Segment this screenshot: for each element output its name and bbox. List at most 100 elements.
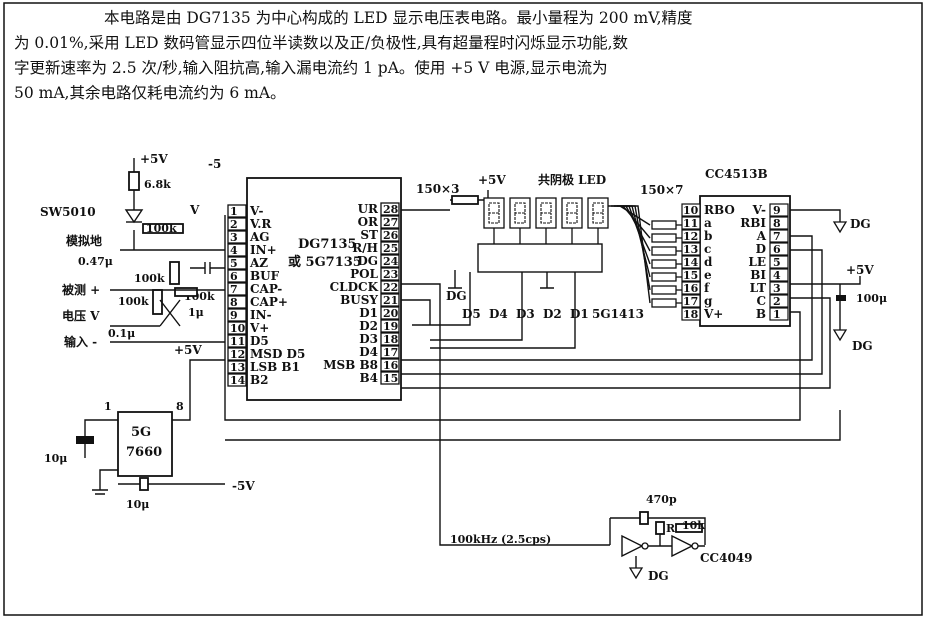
main-right-pin-box — [380, 254, 400, 268]
main-right-pin-num: 21 — [383, 294, 398, 307]
decoder-left-pin-label: g — [704, 294, 713, 308]
decoder-right-pin-box — [769, 281, 789, 295]
driver-label: 5G1413 — [592, 307, 644, 321]
main-right-pin-box — [380, 280, 400, 294]
main-left-pin-num: 1 — [230, 205, 238, 218]
led-title: 共阴极 LED — [538, 172, 606, 187]
main-right-pin-label: D1 — [359, 306, 378, 320]
converter-part: 7660 — [126, 445, 162, 460]
inverter-2 — [671, 534, 694, 558]
decoder-left-pin-num: 10 — [683, 204, 699, 217]
main-left-pin-box — [227, 334, 247, 348]
osc-dg-label: DG — [648, 569, 669, 583]
main-right-pin-box — [380, 241, 400, 255]
main-right-pin-label: ST — [360, 228, 378, 242]
c-470p-label: 470p — [646, 493, 677, 506]
decoder-right-pin-box — [769, 294, 789, 308]
decoder-left-pin-box — [681, 242, 701, 256]
main-right-pin-box — [380, 319, 400, 333]
figure-border — [3, 2, 923, 616]
plus5v-mid-label: +5V — [174, 343, 202, 357]
r-10k-label: 10k — [682, 519, 705, 532]
main-left-pin-label: V+ — [249, 321, 269, 335]
main-left-pin-box — [227, 321, 247, 335]
main-left-pin-label: MSD D5 — [250, 347, 305, 361]
decoder-left-pin-box — [681, 229, 701, 243]
decoder-dg-bottom: DG — [852, 339, 873, 353]
r-6k8-label: 6.8k — [144, 178, 171, 191]
decoder-left-pin-label: c — [704, 242, 711, 256]
decoder-left-pin-label: V+ — [703, 307, 723, 321]
main-left-pin-label: V- — [249, 204, 263, 218]
decoder-right-pin-num: 1 — [773, 308, 781, 321]
c-047-label: 0.47μ — [78, 255, 113, 268]
converter-pin8: 8 — [176, 400, 184, 413]
main-right-pin-box — [380, 345, 400, 359]
decoder-left-pin-num: 13 — [683, 243, 698, 256]
decoder-left-pin-box — [681, 307, 701, 321]
main-left-pin-num: 14 — [230, 374, 246, 387]
description-line-1: 本电路是由 DG7135 为中心构成的 LED 显示电压表电路。最小量程为 20… — [104, 9, 693, 27]
resistor-100k-b — [169, 261, 180, 285]
resistor-R — [655, 521, 665, 535]
led-segments — [514, 202, 526, 224]
main-left-pin-box — [227, 308, 247, 322]
minus5v-top-label: -5 — [208, 157, 221, 171]
main-left-pin-box — [227, 230, 247, 244]
description-line-4: 50 mA,其余电路仅耗电流约为 6 mA。 — [14, 84, 286, 102]
decoder-right-pin-num: 2 — [773, 295, 781, 308]
main-right-pin-box — [380, 371, 400, 385]
main-right-pin-label: D4 — [359, 345, 378, 359]
decoder-left-pin-label: f — [704, 281, 710, 295]
resistor-150x3 — [451, 195, 479, 205]
main-left-pin-num: 9 — [230, 309, 238, 322]
led-segments — [592, 202, 604, 224]
decoder-right-pin-label: B — [756, 307, 766, 321]
digit-label: D3 — [516, 307, 535, 321]
decoder-right-pin-box — [769, 255, 789, 269]
left-supply-network: +5V -5 6.8k SW5010 100k V 模拟地 0.47μ 100k… — [40, 152, 226, 395]
osc-ic-name: CC4049 — [700, 551, 753, 565]
decoder-left-pin-num: 18 — [683, 308, 699, 321]
main-right-pin-box — [380, 358, 400, 372]
segment-resistor — [651, 246, 677, 256]
main-left-pin-box — [227, 217, 247, 231]
c-100u-label: 100μ — [856, 292, 887, 305]
c-1u-label: 1μ — [188, 306, 204, 319]
data-bus-wiring — [224, 235, 841, 546]
resistor-6k8 — [128, 171, 140, 191]
main-left-pin-label: IN+ — [250, 243, 277, 257]
main-right-pin-num: 26 — [383, 229, 399, 242]
segment-resistor — [651, 220, 677, 230]
main-right-pin-num: 24 — [383, 255, 399, 268]
decoder-right-pin-box — [769, 216, 789, 230]
led-segments — [488, 202, 500, 224]
segment-resistor — [651, 285, 677, 295]
r-R-label: R — [666, 522, 676, 535]
main-left-pin-label: V.R — [249, 217, 272, 231]
segment-resistor — [651, 272, 677, 282]
main-right-pin-num: 28 — [383, 203, 399, 216]
main-right-pin-box — [380, 267, 400, 281]
main-right-pin-num: 27 — [383, 216, 398, 229]
main-right-pin-box — [380, 293, 400, 307]
decoder-left-pin-num: 17 — [683, 295, 698, 308]
decoder-right-pin-num: 5 — [773, 256, 781, 269]
decoder-left-pin-num: 11 — [683, 217, 698, 230]
decoder-left-pin-label: RBO — [704, 203, 735, 217]
converter-name: 5G — [131, 425, 151, 440]
main-right-pin-num: 18 — [383, 333, 399, 346]
decoder-right-pin-label: D — [756, 242, 766, 256]
decoder-left-pin-num: 12 — [683, 230, 698, 243]
main-right-pin-label: D3 — [359, 332, 378, 346]
main-right-pin-label: CLDCK — [330, 280, 379, 294]
main-left-pin-box — [227, 347, 247, 361]
main-left-pin-box — [227, 243, 247, 257]
main-right-pin-num: 23 — [383, 268, 398, 281]
decoder-name: CC4513B — [705, 167, 768, 181]
capacitor-100u — [836, 295, 846, 301]
driver-5g1413 — [477, 243, 603, 273]
segment-wire — [623, 205, 651, 291]
